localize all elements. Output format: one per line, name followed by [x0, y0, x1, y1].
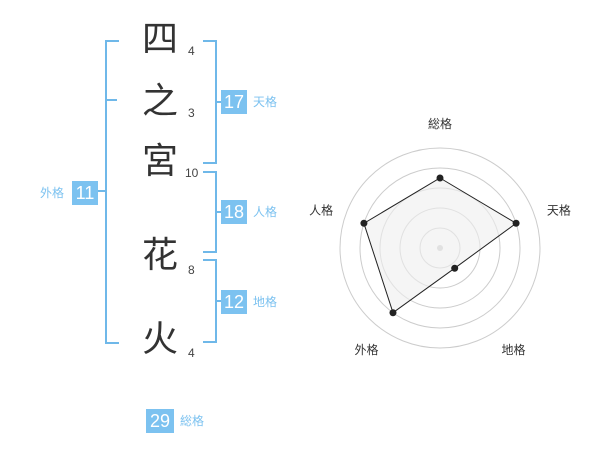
radar-axis-label-1: 総格: [428, 116, 452, 131]
stroke-count-4: 8: [188, 263, 195, 277]
radar-axis-label-2: 天格: [547, 202, 571, 217]
chikaku-label: 地格: [253, 295, 278, 309]
gaikaku-bracket: [105, 40, 119, 344]
stroke-count-1: 4: [188, 44, 195, 58]
name-char-3: 宮: [141, 141, 178, 182]
chikaku-bracket-tick: [215, 300, 221, 302]
radar-axis-label-4: 外格: [354, 342, 378, 357]
name-char-5: 火: [141, 319, 178, 360]
stroke-count-5: 4: [188, 346, 195, 360]
radar-point-1: [436, 174, 444, 182]
tenkaku-label: 天格: [253, 95, 278, 109]
radar-point-5: [360, 219, 368, 227]
gaikaku-bracket-tick-middle: [96, 190, 106, 192]
name-char-4: 花: [141, 235, 178, 276]
stroke-count-2: 3: [188, 106, 195, 120]
gaikaku-value: 11: [72, 181, 98, 205]
radar-axis-label-3: 地格: [501, 342, 525, 357]
soukaku-label: 総格: [180, 414, 205, 428]
stroke-count-3: 10: [185, 166, 199, 180]
jinkaku-value: 18: [221, 200, 247, 224]
name-char-1: 四: [141, 19, 178, 60]
radar-ring-2: [359, 167, 521, 329]
radar-score-polygon: [363, 177, 518, 314]
jinkaku-label: 人格: [253, 205, 278, 219]
gaikaku-label: 外格: [40, 186, 65, 200]
soukaku-value: 29: [146, 409, 174, 433]
jinkaku-bracket-tick: [215, 211, 221, 213]
radar-point-3: [451, 264, 459, 272]
radar-point-4: [389, 309, 397, 317]
chikaku-value: 12: [221, 290, 247, 314]
tenkaku-value: 17: [221, 90, 247, 114]
name-char-2: 之: [141, 81, 178, 122]
radar-point-2: [512, 219, 520, 227]
tenkaku-bracket-tick: [215, 101, 221, 103]
gaikaku-bracket-tick-upper: [105, 99, 117, 101]
radar-axis-label-5: 人格: [309, 202, 333, 217]
